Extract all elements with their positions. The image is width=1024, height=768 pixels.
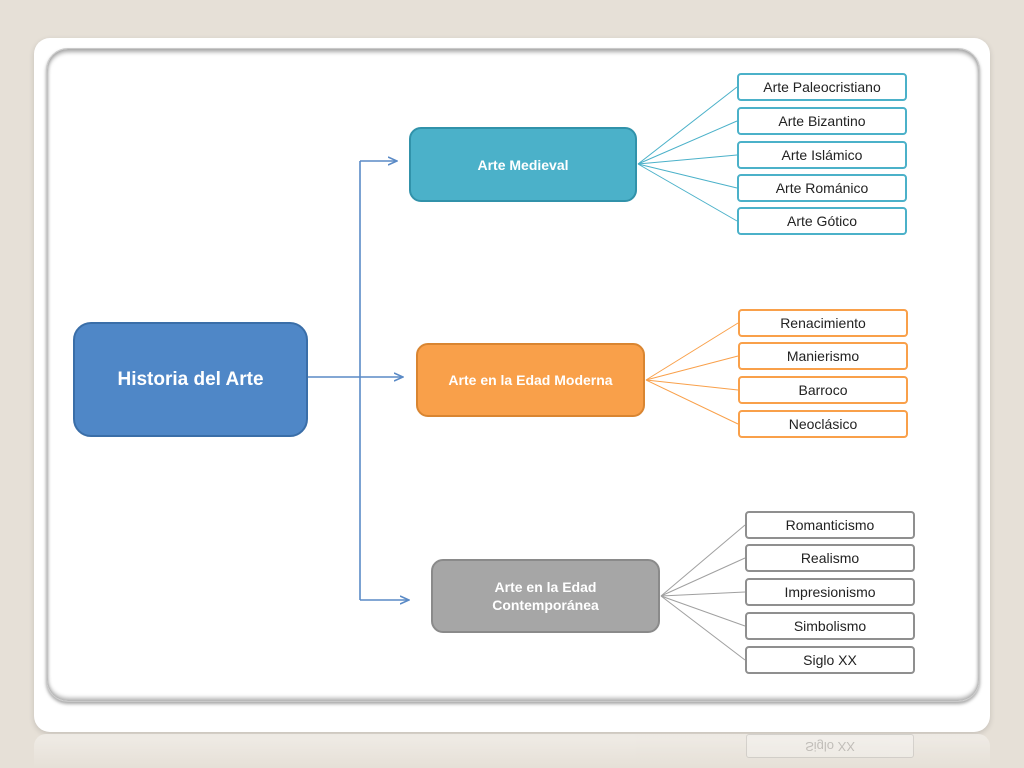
leaf-label: Arte Bizantino xyxy=(778,113,866,129)
leaf-renacimiento: Renacimiento xyxy=(738,309,908,337)
leaf-label: Impresionismo xyxy=(784,584,876,600)
leaf-arte-paleocristiano: Arte Paleocristiano xyxy=(737,73,907,101)
branch-label: Arte Medieval xyxy=(477,156,569,173)
branch-label: Arte en la Edad Moderna xyxy=(448,372,613,388)
root-label: Historia del Arte xyxy=(117,368,264,390)
root-node: Historia del Arte xyxy=(73,322,308,437)
leaf-arte-bizantino: Arte Bizantino xyxy=(737,107,907,135)
leaf-label: Manierismo xyxy=(786,348,860,364)
medieval-fan-lines xyxy=(637,86,738,222)
leaf-arte-islamico: Arte Islámico xyxy=(737,141,907,169)
leaf-label: Arte Románico xyxy=(775,180,869,196)
leaf-label: Simbolismo xyxy=(793,618,867,634)
leaf-label: Arte Gótico xyxy=(786,213,858,229)
moderna-fan-lines xyxy=(645,322,739,425)
contemp-fan-lines xyxy=(660,524,746,661)
branch-arte-medieval: Arte Medieval xyxy=(409,127,637,202)
reflection-label: Siglo XX xyxy=(805,739,855,754)
leaf-siglo-xx: Siglo XX xyxy=(745,646,915,674)
leaf-arte-romanico: Arte Románico xyxy=(737,174,907,202)
branch-arte-edad-contemporanea: Arte en la Edad Contemporánea xyxy=(431,559,660,633)
leaf-arte-gotico: Arte Gótico xyxy=(737,207,907,235)
leaf-label: Romanticismo xyxy=(785,517,875,533)
leaf-label: Barroco xyxy=(798,382,848,398)
leaf-neoclasico: Neoclásico xyxy=(738,410,908,438)
leaf-manierismo: Manierismo xyxy=(738,342,908,370)
leaf-label: Neoclásico xyxy=(788,416,858,432)
leaf-label: Siglo XX xyxy=(803,652,857,668)
leaf-realismo: Realismo xyxy=(745,544,915,572)
leaf-label: Arte Islámico xyxy=(781,147,863,163)
branch-arte-edad-moderna: Arte en la Edad Moderna xyxy=(416,343,645,417)
reflection-leaf: Siglo XX xyxy=(746,734,914,758)
leaf-barroco: Barroco xyxy=(738,376,908,404)
leaf-label: Renacimiento xyxy=(780,315,866,331)
leaf-impresionismo: Impresionismo xyxy=(745,578,915,606)
leaf-label: Arte Paleocristiano xyxy=(763,79,881,95)
slide-reflection: Siglo XX xyxy=(34,734,990,768)
leaf-romanticismo: Romanticismo xyxy=(745,511,915,539)
leaf-simbolismo: Simbolismo xyxy=(745,612,915,640)
leaf-label: Realismo xyxy=(800,550,860,566)
branch-label: Arte en la Edad Contemporánea xyxy=(492,579,599,613)
